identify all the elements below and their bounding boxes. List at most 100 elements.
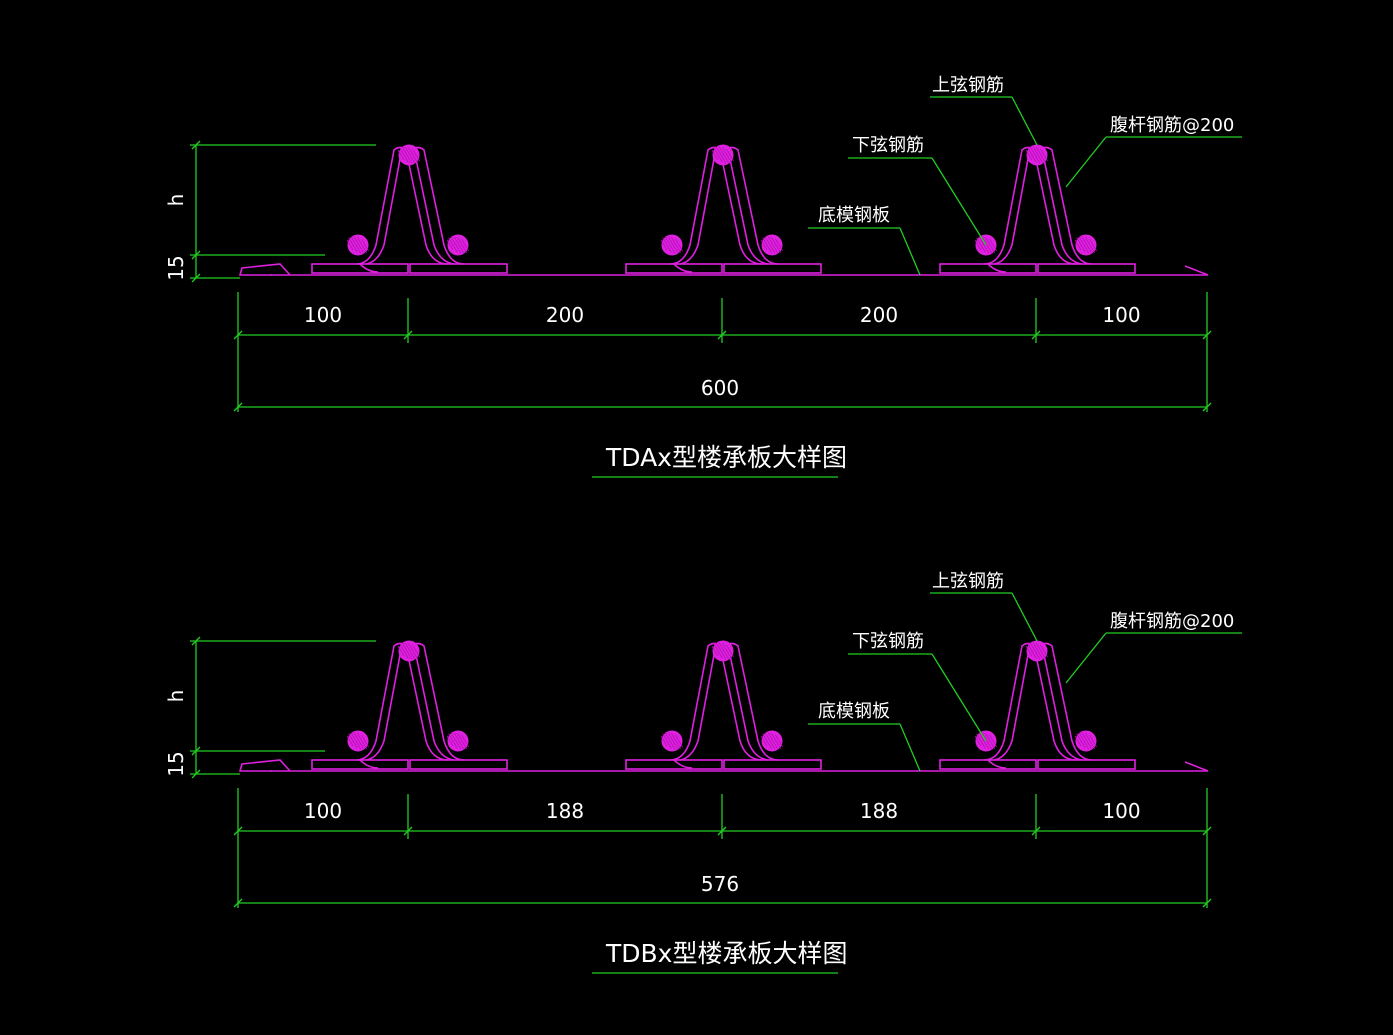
hatch-line	[461, 238, 469, 252]
truss-1	[311, 640, 508, 770]
spacing-label-2: 188	[546, 799, 584, 823]
hatch-line	[457, 733, 467, 749]
hatch-line	[667, 732, 679, 750]
hatch-line	[357, 733, 367, 749]
foot-plate-left	[311, 759, 409, 770]
web-bar-inner	[679, 654, 769, 761]
hatch-line	[713, 643, 723, 659]
hatch-line	[985, 237, 995, 253]
hatch-line	[767, 236, 779, 254]
deck-left-lap	[238, 759, 291, 772]
hatch-line	[1078, 732, 1090, 750]
dimension-tick	[1031, 330, 1041, 340]
foot-plate-right	[1037, 759, 1136, 770]
spacing-label-2: 200	[546, 303, 584, 327]
hatch-line	[453, 732, 465, 750]
hatch-line	[408, 147, 418, 163]
hatch-line	[1032, 146, 1044, 164]
hatch-line	[399, 643, 409, 659]
web-bar-inner	[993, 654, 1083, 761]
hatch-line	[1081, 236, 1093, 254]
foot-plate-left	[939, 759, 1037, 770]
deck-left-lap	[238, 263, 291, 276]
hatch-line	[446, 239, 454, 251]
foot-plate-left	[625, 759, 723, 770]
deck-right-lap	[1184, 265, 1209, 276]
top-chord-bar	[397, 144, 420, 166]
hatch-line	[348, 237, 358, 253]
web-bar-inner	[365, 654, 455, 761]
hatch-line	[1027, 147, 1037, 163]
bottom-chord-bar-right	[1074, 730, 1097, 752]
hatch-line	[981, 236, 993, 254]
web-bar-foot	[359, 263, 379, 273]
bottom-chord-bar-left	[660, 730, 683, 752]
hatch-line	[1036, 643, 1046, 659]
spacing-label-1: 100	[304, 303, 342, 327]
foot-plate-right	[1037, 263, 1136, 274]
hatch-line	[662, 733, 672, 749]
bottom-chord-bar-right	[446, 730, 469, 752]
dimension-tick	[191, 273, 201, 283]
hatch-line	[667, 236, 679, 254]
hatch-line	[718, 642, 730, 660]
hatch-line	[660, 239, 668, 251]
base-thickness-label: 15	[164, 255, 188, 280]
hatch-line	[1025, 149, 1033, 161]
dimension-tick	[403, 826, 413, 836]
hatch-line	[350, 732, 362, 750]
hatch-line	[353, 732, 365, 750]
hatch-line	[985, 733, 995, 749]
height-label: h	[164, 690, 188, 703]
hatch-line	[976, 733, 986, 749]
total-width-label: 600	[701, 376, 739, 400]
hatch-line	[397, 149, 405, 161]
hatch-line	[767, 732, 779, 750]
label-top-chord: 上弦钢筋	[932, 571, 1004, 592]
foot-plate-right	[409, 759, 508, 770]
hatch-line	[401, 146, 413, 164]
dimension-tick	[1202, 826, 1212, 836]
leader-web-bar	[1065, 136, 1107, 188]
bottom-chord-bar-right	[1074, 234, 1097, 256]
leader-bottom-chord	[931, 653, 987, 742]
web-bar-foot	[987, 759, 1007, 769]
spacing-label-4: 100	[1102, 303, 1140, 327]
hatch-line	[722, 147, 732, 163]
dimension-tick	[1202, 898, 1212, 908]
dimension-tick	[233, 826, 243, 836]
hatch-line	[713, 147, 723, 163]
hatch-line	[412, 644, 420, 658]
hatch-line	[671, 733, 681, 749]
hatch-line	[764, 236, 776, 254]
hatch-line	[764, 732, 776, 750]
hatch-line	[399, 147, 409, 163]
hatch-line	[361, 734, 369, 748]
top-chord-bar	[1025, 144, 1048, 166]
hatch-line	[715, 642, 727, 660]
base-thickness-label: 15	[164, 751, 188, 776]
hatch-line	[662, 237, 672, 253]
truss-2	[625, 144, 822, 274]
leader-top-chord	[1011, 96, 1038, 146]
bottom-chord-bar-right	[760, 234, 783, 256]
hatch-line	[397, 645, 405, 657]
total-width-label: 576	[701, 872, 739, 896]
hatch-line	[1081, 732, 1093, 750]
hatch-line	[715, 146, 727, 164]
hatch-line	[981, 732, 993, 750]
label-web-bar: 腹杆钢筋@200	[1110, 115, 1234, 136]
hatch-line	[353, 236, 365, 254]
web-bar-foot	[359, 759, 379, 769]
spacing-label-1: 100	[304, 799, 342, 823]
hatch-line	[401, 642, 413, 660]
dimension-tick	[191, 769, 201, 779]
hatch-line	[346, 239, 354, 251]
foot-plate-left	[311, 263, 409, 274]
bottom-chord-bar-left	[346, 234, 369, 256]
hatch-line	[346, 735, 354, 747]
hatch-line	[1029, 146, 1041, 164]
hatch-line	[775, 238, 783, 252]
leader-deck-plate	[899, 227, 921, 276]
